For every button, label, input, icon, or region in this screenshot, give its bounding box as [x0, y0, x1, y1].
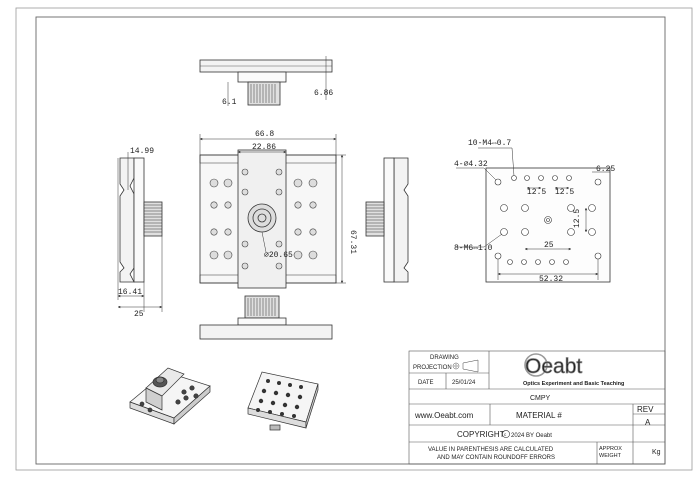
inner-border	[35, 16, 666, 465]
website: www.Oeabt.com	[414, 411, 474, 420]
logo-text: Oeabt	[525, 355, 582, 378]
top-view	[199, 56, 333, 106]
right-knob	[365, 201, 385, 237]
projection-symbol-icon	[452, 359, 479, 373]
copyright-label: COPYRIGHT	[457, 430, 505, 439]
plate-dim-edge: 6.25	[596, 165, 615, 174]
outer-border	[15, 7, 693, 471]
left-dimension-lines	[117, 152, 163, 312]
plate-dim-pitch-v: 12.5	[573, 209, 582, 228]
top-knob-knurl	[250, 84, 276, 103]
front-dim-knob: ⌀20.65	[264, 251, 293, 260]
date-label: DATE	[418, 380, 434, 386]
right-side-view	[365, 157, 409, 283]
front-knob	[247, 203, 277, 233]
drawing-label: DRAWING	[430, 355, 459, 361]
plate-hole-view	[485, 167, 611, 283]
company-logo: Oeabt	[524, 353, 583, 378]
date-value: 25/01/24	[452, 380, 476, 386]
left-dim-top: 14.99	[130, 147, 154, 156]
plate-callout-holes: 4-⌀4.32	[454, 160, 488, 169]
bottom-view	[199, 295, 333, 340]
copyright-year: 2024 BY Oeabt	[511, 433, 552, 439]
top-dim-left: 6.1	[222, 98, 237, 107]
weight-label: WEIGHT	[599, 453, 622, 459]
plate-callout-m6: 8-M6⇔1.0	[454, 244, 493, 253]
front-holes	[209, 168, 318, 270]
front-view	[199, 149, 337, 289]
note-line2: AND MAY CONTAIN ROUNDOFF ERRORS	[437, 455, 555, 461]
front-dimension-lines	[199, 134, 346, 284]
part-name: CMPY	[530, 395, 551, 402]
note-line1: VALUE IN PARENTHESIS ARE CALCULATED	[428, 447, 554, 453]
plate-dim-center: 25	[544, 241, 554, 250]
plate-dim-pitch-b: 12.5	[555, 188, 574, 197]
plate-dimension-lines	[456, 147, 610, 280]
plate-dim-span: 52.32	[539, 275, 563, 284]
rev-value: A	[645, 418, 651, 427]
title-block	[408, 350, 666, 465]
front-dim-height: 67.31	[348, 230, 357, 254]
plate-holes	[494, 175, 602, 265]
approx-label: APPROX	[599, 446, 622, 452]
top-dim-right: 6.86	[314, 89, 333, 98]
left-dim-bottom: 16.41	[118, 288, 142, 297]
rev-label: REV	[637, 405, 654, 414]
material-label: MATERIAL #	[516, 411, 562, 420]
plate-dim-pitch-a: 12.5	[527, 188, 546, 197]
weight-unit: Kg	[652, 449, 661, 456]
company-tagline: Optics Experiment and Basic Teaching	[523, 381, 624, 387]
projection-label: PROJECTION	[413, 365, 452, 371]
isometric-view-assembled	[129, 367, 211, 425]
svg-text:c: c	[504, 432, 507, 437]
isometric-view-plate	[247, 371, 319, 431]
left-knob	[143, 201, 163, 237]
front-dim-width: 66.8	[255, 130, 274, 139]
copyright-icon: c	[502, 430, 510, 438]
front-dim-carriage: 22.86	[252, 143, 276, 152]
plate-callout-m4: 10-M4⇔0.7	[468, 139, 511, 148]
left-side-view	[119, 157, 163, 283]
left-dim-depth: 25	[134, 310, 144, 319]
